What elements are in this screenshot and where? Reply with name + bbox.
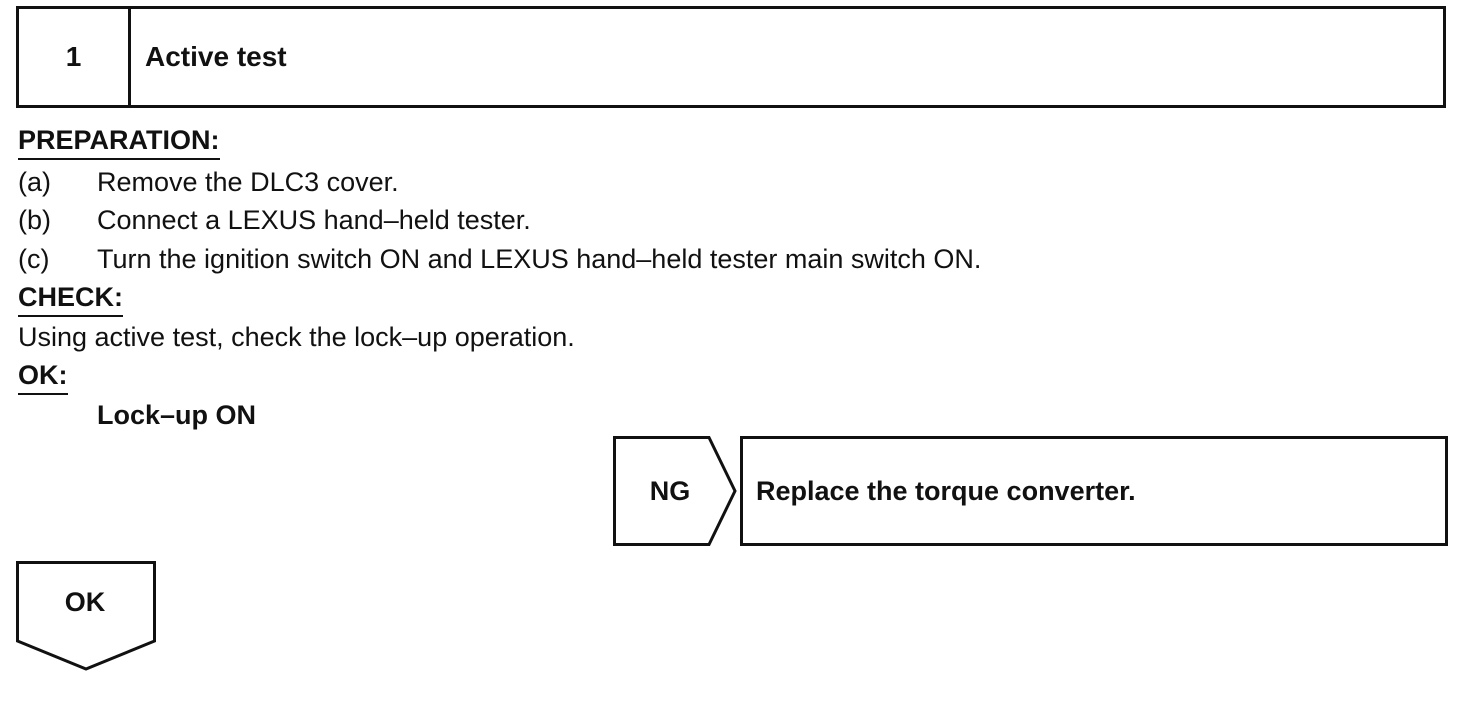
preparation-item-b-text: Connect a LEXUS hand–held tester. bbox=[97, 205, 531, 235]
check-text: Using active test, check the lock–up ope… bbox=[18, 322, 575, 352]
preparation-heading: PREPARATION: bbox=[18, 124, 220, 160]
preparation-item-a-letter: (a) bbox=[18, 167, 51, 197]
ng-action-text: Replace the torque converter. bbox=[756, 475, 1136, 506]
preparation-item-a-text: Remove the DLC3 cover. bbox=[97, 167, 399, 197]
preparation-item-c-letter: (c) bbox=[18, 244, 50, 274]
ok-heading: OK: bbox=[18, 359, 68, 395]
preparation-item-c-text: Turn the ignition switch ON and LEXUS ha… bbox=[97, 244, 982, 274]
ok-label: OK bbox=[64, 586, 106, 617]
ng-action-box bbox=[740, 436, 1448, 546]
step-header-divider bbox=[128, 6, 131, 108]
step-number: 1 bbox=[65, 41, 82, 72]
preparation-item-b-letter: (b) bbox=[18, 205, 51, 235]
ng-arrow-shape bbox=[613, 436, 737, 546]
step-title: Active test bbox=[145, 41, 287, 72]
ng-label: NG bbox=[649, 475, 691, 506]
ok-arrow-shape bbox=[16, 561, 156, 671]
check-heading: CHECK: bbox=[18, 281, 123, 317]
step-header-box bbox=[16, 6, 1446, 108]
ok-result: Lock–up ON bbox=[97, 400, 257, 430]
